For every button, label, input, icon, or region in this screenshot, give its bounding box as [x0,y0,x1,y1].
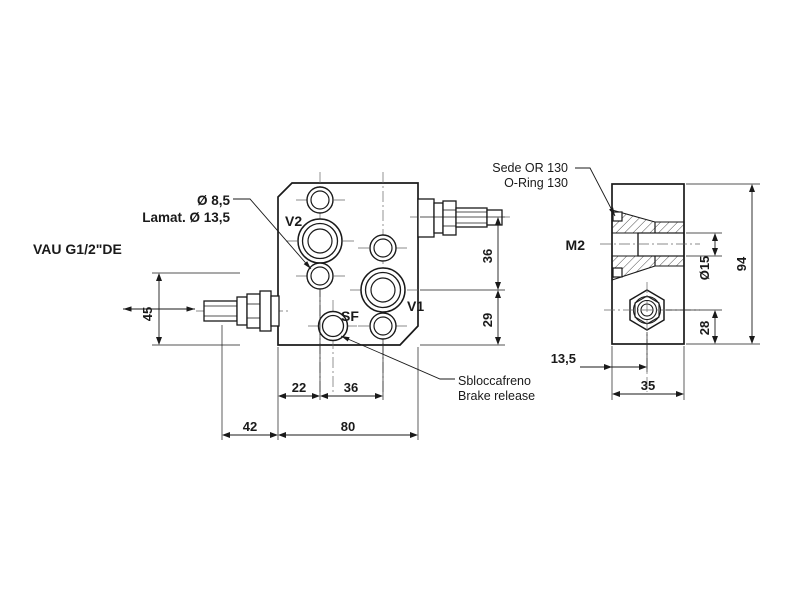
leader-oring [575,167,616,217]
v1-port-inner [370,277,396,303]
dim-135-35 [580,332,685,400]
leader-lines [233,167,616,380]
port-label-m2: M2 [566,237,586,253]
dim-text-36-vert: 36 [480,249,495,263]
dim-text-29: 29 [480,313,495,327]
dim-94 [686,183,760,345]
dim-text-135: 13,5 [551,351,576,366]
right-fitting-hex-body [417,198,435,238]
dim-45 [123,272,240,346]
port-sf [317,310,349,342]
front-view-group [196,172,510,392]
hole-spec-line2: Lamat. Ø 13,5 [142,210,230,225]
leader-brake-release [340,335,455,380]
sf-port-inner [321,314,345,338]
right-fitting-nipple [455,207,488,228]
drawing-title: VAU G1/2"DE [33,241,122,257]
side-view-group [600,183,700,392]
port-cluster-v2 [297,186,343,290]
dim-text-dia15: Ø15 [697,256,712,281]
oring-label-line2: O-Ring 130 [504,176,568,190]
dim-text-22: 22 [292,380,306,395]
dim-text-45: 45 [140,307,155,321]
left-fitting-assembly [203,290,280,332]
dim-22-36 [277,290,384,400]
left-fitting-step [236,296,248,326]
v2-top-hole-inner [310,190,330,210]
text-labels: VAU G1/2"DE Ø 8,5 Lamat. Ø 13,5 Sede OR … [33,161,749,434]
leader-hole-spec [233,198,312,270]
dim-text-35: 35 [641,378,655,393]
dim-text-94: 94 [734,256,749,271]
dim-text-42: 42 [243,419,257,434]
dim-28 [666,309,722,344]
dimension-lines [123,183,760,440]
dim-text-28: 28 [697,321,712,335]
oring-label-line1: Sede OR 130 [492,161,568,175]
dim-text-80: 80 [341,419,355,434]
side-section-hatch-upper [611,209,685,234]
left-fitting-hex2 [259,290,272,332]
port-label-sf: SF [341,308,359,324]
oring-seat-lower [612,267,623,278]
v2-port-inner [307,228,333,254]
right-fitting-hex2 [442,200,457,236]
brake-label-line2: Brake release [458,389,535,403]
v2-bottom-hole-inner [310,266,330,286]
dim-dia15 [686,232,722,257]
left-fitting-nipple [203,300,238,322]
left-fitting-collar [270,295,280,327]
hole-spec-line1: Ø 8,5 [197,193,231,208]
dim-text-36-horiz: 36 [344,380,358,395]
port-label-v2: V2 [285,213,302,229]
right-fitting-collar [433,202,444,234]
v1-bottom-hole-inner [373,316,393,336]
dim-42-80 [221,325,419,440]
port-cluster-v1 [360,234,406,340]
side-bore-outline [637,222,685,266]
oring-seat-upper [612,211,623,222]
v1-top-hole-inner [373,238,393,258]
brake-label-line1: Sbloccafreno [458,374,531,388]
left-fitting-hex1 [246,293,261,329]
port-label-v1: V1 [407,298,424,314]
dim-36-29 [420,216,505,346]
right-fitting-assembly [417,198,503,238]
